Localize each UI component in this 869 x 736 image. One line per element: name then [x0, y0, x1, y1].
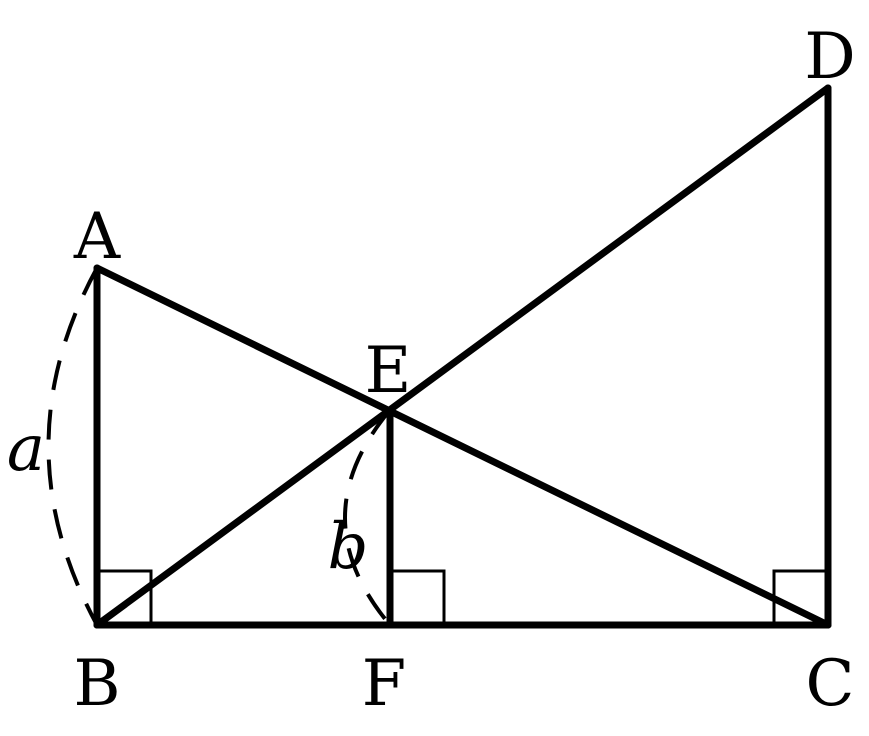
segment-bd	[93, 84, 832, 629]
point-label-e: E	[365, 334, 412, 408]
right-angle-mark-c	[772, 569, 828, 625]
point-label-d: D	[804, 20, 855, 94]
length-arc-a	[46, 267, 99, 626]
point-label-c: C	[806, 647, 855, 721]
segment-ac	[93, 264, 832, 629]
point-label-f: F	[362, 647, 406, 721]
right-angle-mark-f	[390, 569, 446, 625]
point-label-b: B	[73, 647, 120, 721]
length-label-a: a	[7, 412, 45, 486]
length-arc-b	[343, 408, 392, 627]
length-label-b: b	[328, 510, 369, 584]
point-label-a: A	[73, 200, 121, 274]
right-angle-mark-b	[97, 569, 153, 625]
